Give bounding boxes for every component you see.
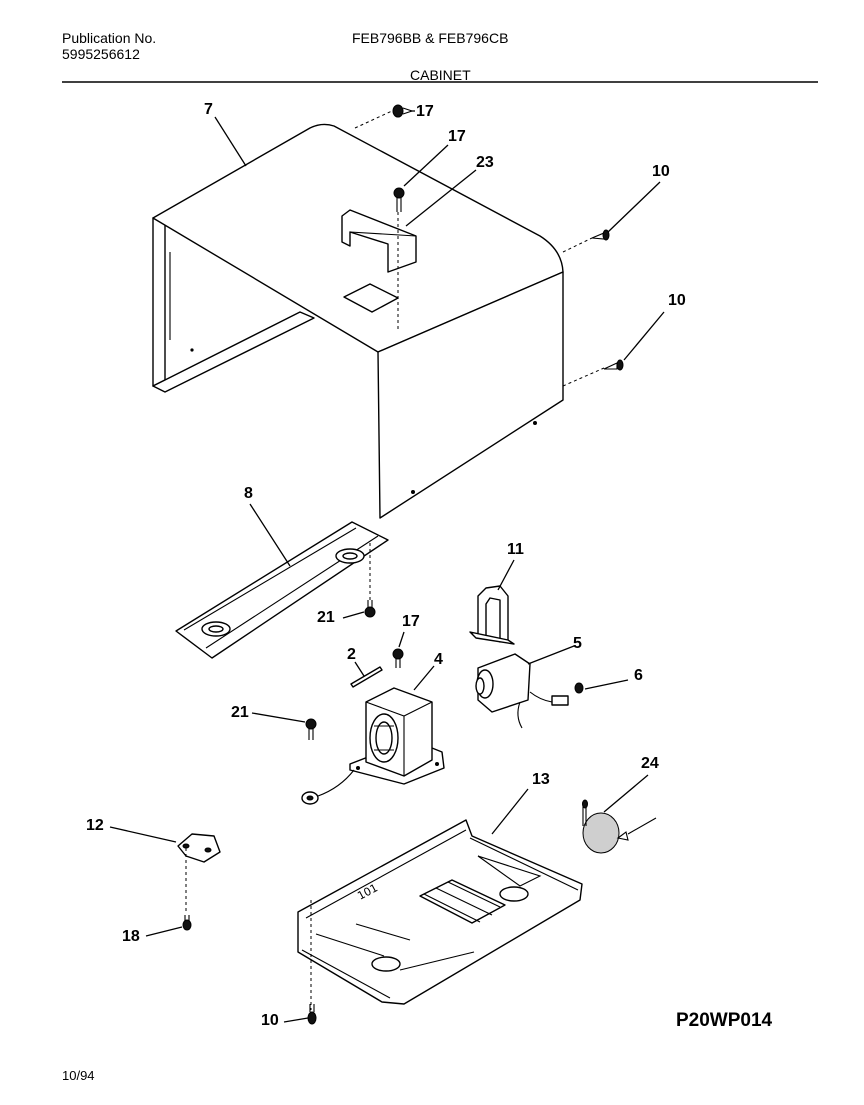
publication-label: Publication No. [62,30,157,46]
callout-7: 7 [204,101,213,118]
cabinet-wrapper [152,123,564,519]
screw-10-lower [603,359,624,371]
gasket-24 [582,799,657,854]
revision-date: 10/94 [62,1068,95,1083]
screw-18 [182,915,192,931]
callout-12: 12 [86,817,104,834]
transformer-4 [349,687,445,785]
callout-10-upper: 10 [652,163,670,180]
callout-13: 13 [532,771,550,788]
screw-17-top [392,104,414,118]
rod-2 [350,666,383,688]
screw-17-bracket [393,187,405,212]
capacitor-5 [475,653,531,729]
section-title: CABINET [410,67,471,83]
callout-11: 11 [507,541,524,558]
callout-4: 4 [434,651,443,668]
callout-17-bracket: 17 [448,128,466,145]
callout-6: 6 [634,667,643,684]
screw-21-rail [364,600,376,618]
callout-17-transformer: 17 [402,613,420,630]
rail-8 [175,521,389,659]
callout-21-transformer: 21 [231,704,249,721]
callout-10-bottom: 10 [261,1012,279,1029]
callout-24: 24 [641,755,659,772]
callout-2: 2 [347,646,356,663]
diagram-code: P20WP014 [676,1010,773,1031]
callout-5: 5 [573,635,582,652]
screw-10-bottom [307,1004,317,1025]
callout-21-rail: 21 [317,609,335,626]
washer [301,769,355,805]
model-numbers: FEB796BB & FEB796CB [352,30,509,46]
screw-21-transformer [305,718,317,740]
screw-17-transformer [392,648,404,668]
connector-6 [529,682,584,706]
clip-11 [469,585,515,645]
publication-number: 5995256612 [62,46,140,62]
base-pan-13: 101 [297,819,583,1005]
callout-10-lower: 10 [668,292,686,309]
bracket-12 [177,833,221,863]
callout-18: 18 [122,928,140,945]
leader-lines [109,110,665,1023]
callout-8: 8 [244,485,253,502]
screw-10-upper [591,229,610,241]
callout-17-top: 17 [416,103,434,120]
callout-23: 23 [476,154,494,171]
